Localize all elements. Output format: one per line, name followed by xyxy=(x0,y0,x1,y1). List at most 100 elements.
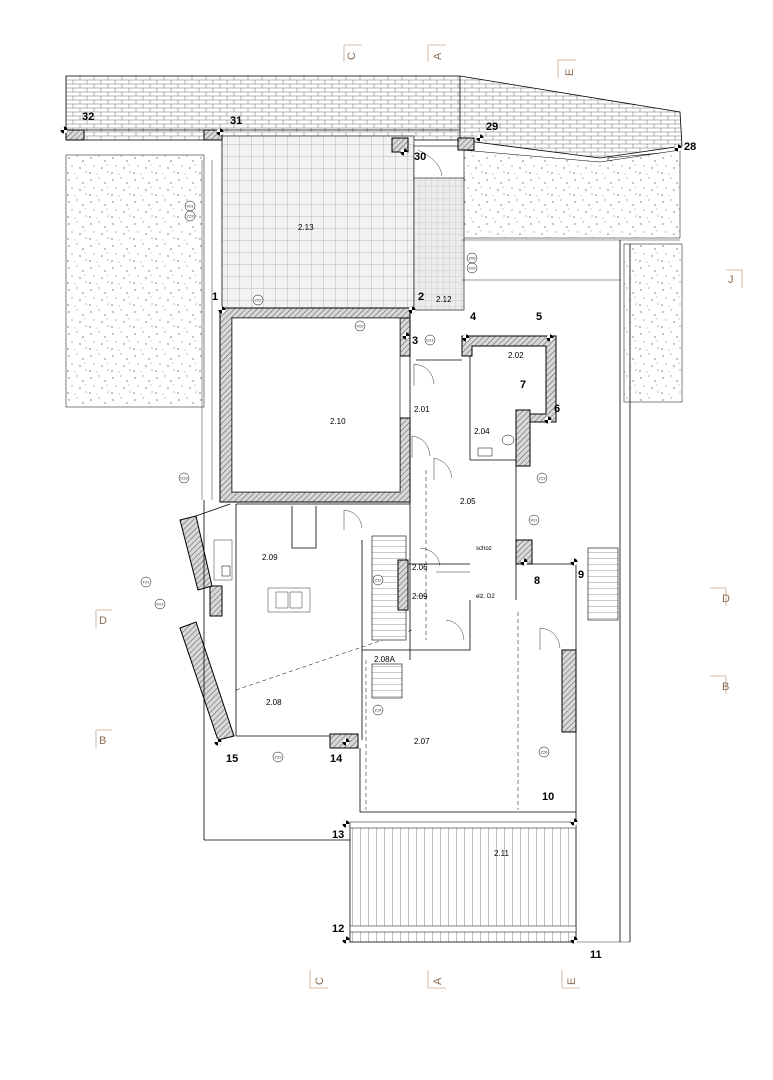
deck-2-11 xyxy=(349,821,577,943)
room-label-2-09-hall: 2.09 xyxy=(412,592,428,601)
tag-bubble-label: K01 xyxy=(186,204,194,209)
tag-bubble xyxy=(154,598,166,610)
point-label-11: 11 xyxy=(590,949,602,961)
point-label-28: 28 xyxy=(684,141,696,153)
point-label-14: 14 xyxy=(330,753,343,765)
tag-bubble xyxy=(466,262,478,274)
point-marker-quadrant-4 xyxy=(462,334,470,342)
tag-bubble xyxy=(354,320,366,332)
point-label-31: 31 xyxy=(230,115,242,127)
section-markers: C A E C A E J D B J D B xyxy=(95,44,743,989)
room-label-2-07: 2.07 xyxy=(414,737,430,746)
point-marker-quadrant-10 xyxy=(570,818,578,826)
tag-bubble xyxy=(140,576,152,588)
section-label-right-d: D xyxy=(722,593,730,605)
note-level: elz. D2 xyxy=(476,594,495,600)
gravel-areas xyxy=(65,149,683,408)
room-label-2-12: 2.12 xyxy=(436,295,452,304)
stairs xyxy=(371,535,619,699)
point-marker-quadrant-6 xyxy=(544,416,552,424)
room-2-02-walls xyxy=(461,335,557,423)
room-label-2-02: 2.02 xyxy=(508,351,524,360)
section-label-bottom-a: A xyxy=(432,977,444,985)
terrace-area xyxy=(221,135,465,311)
room-label-2-05: 2.05 xyxy=(460,497,476,506)
tag-bubble xyxy=(424,334,436,346)
tag-bubble-label: T01 xyxy=(143,580,151,585)
room-label-2-13: 2.13 xyxy=(298,223,314,232)
site-lines xyxy=(201,136,680,943)
point-label-3: 3 xyxy=(412,335,418,347)
tag-bubble xyxy=(178,472,190,484)
tag-bubble xyxy=(252,294,264,306)
point-marker-quadrant-3 xyxy=(402,332,410,340)
tag-bubble xyxy=(536,472,548,484)
point-marker-quadrant-29 xyxy=(476,134,484,142)
room-label-2-09-kitchen: 2.09 xyxy=(262,553,278,562)
section-label-left-b: B xyxy=(99,735,106,747)
notes: schoz elz. D2 xyxy=(476,546,495,600)
point-label-12: 12 xyxy=(332,923,344,935)
tag-bubble-label: Z23 xyxy=(187,214,195,219)
section-label-right-j: J xyxy=(728,274,734,286)
tag-bubbles: K01Z23T01K01D33Z12Z14Z25Z26K01Z23Z02K02D… xyxy=(140,200,550,763)
point-label-1: 1 xyxy=(212,291,218,303)
tag-bubble-label: K01 xyxy=(530,518,538,523)
point-label-5: 5 xyxy=(536,311,542,323)
tag-bubble-label: Z09 xyxy=(469,266,477,271)
room-label-2-08: 2.08 xyxy=(266,698,282,707)
tag-bubble-label: Z23 xyxy=(539,476,547,481)
room-label-2-08a: 2.08A xyxy=(374,655,396,664)
point-marker-quadrant-32 xyxy=(60,126,68,134)
point-label-4: 4 xyxy=(470,311,477,323)
point-label-10: 10 xyxy=(542,791,554,803)
point-label-29: 29 xyxy=(486,121,498,133)
interior-walls xyxy=(213,320,577,822)
west-angled-walls xyxy=(179,503,330,741)
section-label-top-c: C xyxy=(346,52,358,60)
tag-bubble-label: Z02 xyxy=(255,298,263,303)
point-label-15: 15 xyxy=(226,753,238,765)
point-marker-quadrant-8 xyxy=(520,558,528,566)
tag-bubble xyxy=(272,751,284,763)
section-label-right-b: B xyxy=(722,681,729,693)
point-marker-quadrant-14 xyxy=(342,738,350,746)
section-label-bottom-e: E xyxy=(566,978,578,985)
tag-bubble xyxy=(372,704,384,716)
tag-bubble-label: Z12 xyxy=(375,578,383,583)
section-label-left-d: D xyxy=(99,615,107,627)
point-marker-quadrant-28 xyxy=(674,144,682,152)
note-stairs: schoz xyxy=(476,546,492,552)
fixtures xyxy=(221,434,515,577)
room-label-2-01: 2.01 xyxy=(414,405,430,414)
tag-bubble-label: Z14 xyxy=(375,708,383,713)
point-label-32: 32 xyxy=(82,111,94,123)
room-2-10-walls xyxy=(219,307,411,503)
point-marker-quadrant-5 xyxy=(546,334,554,342)
point-label-7: 7 xyxy=(520,379,526,391)
section-label-top-e: E xyxy=(564,69,576,76)
tag-bubble xyxy=(184,210,196,222)
point-label-8: 8 xyxy=(534,575,540,587)
tag-bubble-label: Z25 xyxy=(275,755,283,760)
door-swings xyxy=(343,363,561,650)
room-label-2-11: 2.11 xyxy=(494,849,510,858)
point-label-30: 30 xyxy=(414,151,426,163)
point-label-13: 13 xyxy=(332,829,344,841)
point-label-9: 9 xyxy=(578,569,584,581)
tag-bubble-label: D21 xyxy=(426,338,434,343)
point-marker-quadrant-1 xyxy=(218,306,226,314)
tag-bubble xyxy=(538,746,550,758)
tag-bubble-label: Z08 xyxy=(469,256,477,261)
room-label-2-06: 2.06 xyxy=(412,563,428,572)
room-label-2-10: 2.10 xyxy=(330,417,346,426)
point-marker-quadrant-31 xyxy=(216,128,224,136)
room-labels: 2.13 2.12 2.10 2.01 2.02 2.04 2.05 2.09 … xyxy=(262,223,524,858)
tag-bubble-label: D33 xyxy=(180,476,188,481)
section-label-top-a: A xyxy=(432,52,444,60)
room-label-2-04: 2.04 xyxy=(474,427,490,436)
tag-bubble-label: Z26 xyxy=(541,750,549,755)
section-label-bottom-c: C xyxy=(314,977,326,985)
